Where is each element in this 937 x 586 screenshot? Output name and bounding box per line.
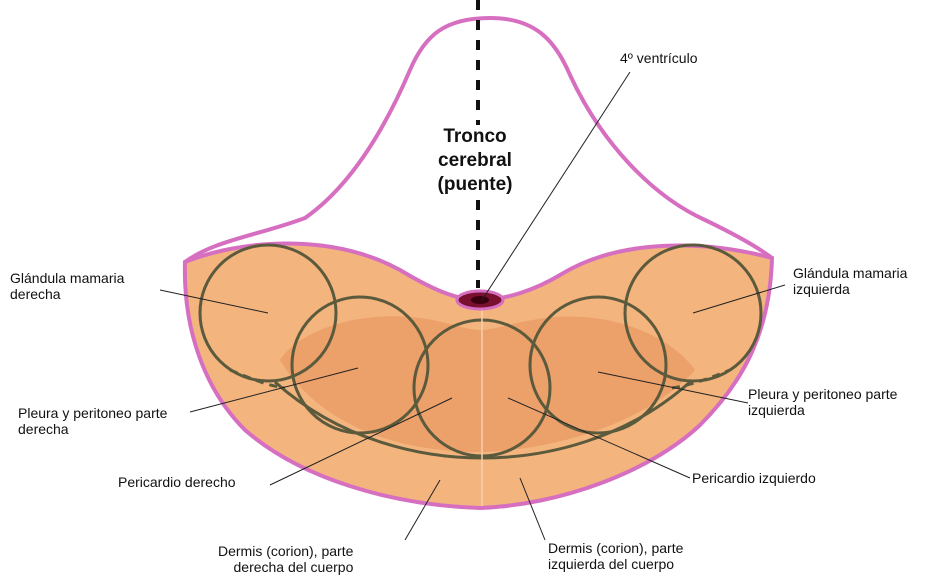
label-mammary-right-line2: derecha: [10, 286, 124, 302]
label-mammary-right: Glándula mamaria derecha: [10, 270, 124, 302]
label-pleura-left-line2: izquierda: [748, 402, 897, 418]
label-dermis-left-line1: Dermis (corion), parte: [548, 540, 683, 556]
label-pleura-left-line1: Pleura y peritoneo parte: [748, 386, 897, 402]
label-mammary-left-line2: izquierda: [793, 281, 907, 297]
title-line-3: (puente): [420, 173, 530, 197]
label-pericardium-right: Pericardio derecho: [118, 474, 236, 490]
brainstem-title: Tronco cerebral (puente): [420, 125, 530, 197]
label-dermis-right-line2: derecha del cuerpo: [218, 559, 353, 575]
label-dermis-right: Dermis (corion), parte derecha del cuerp…: [218, 543, 353, 575]
label-pleura-right-line1: Pleura y peritoneo parte: [18, 405, 167, 421]
label-dermis-left: Dermis (corion), parte izquierda del cue…: [548, 540, 683, 572]
label-pleura-left: Pleura y peritoneo parte izquierda: [748, 386, 897, 418]
title-line-2: cerebral: [420, 149, 530, 173]
label-mammary-right-line1: Glándula mamaria: [10, 270, 124, 286]
label-fourth-ventricle: 4º ventrículo: [620, 50, 698, 66]
fourth-ventricle-core: [471, 296, 489, 304]
label-mammary-left: Glándula mamaria izquierda: [793, 265, 907, 297]
label-mammary-left-line1: Glándula mamaria: [793, 265, 907, 281]
label-pericardium-left: Pericardio izquierdo: [692, 470, 816, 486]
label-dermis-right-line1: Dermis (corion), parte: [218, 543, 353, 559]
label-dermis-left-line2: izquierda del cuerpo: [548, 556, 683, 572]
label-pleura-right: Pleura y peritoneo parte derecha: [18, 405, 167, 437]
label-pleura-right-line2: derecha: [18, 421, 167, 437]
title-line-1: Tronco: [420, 125, 530, 149]
